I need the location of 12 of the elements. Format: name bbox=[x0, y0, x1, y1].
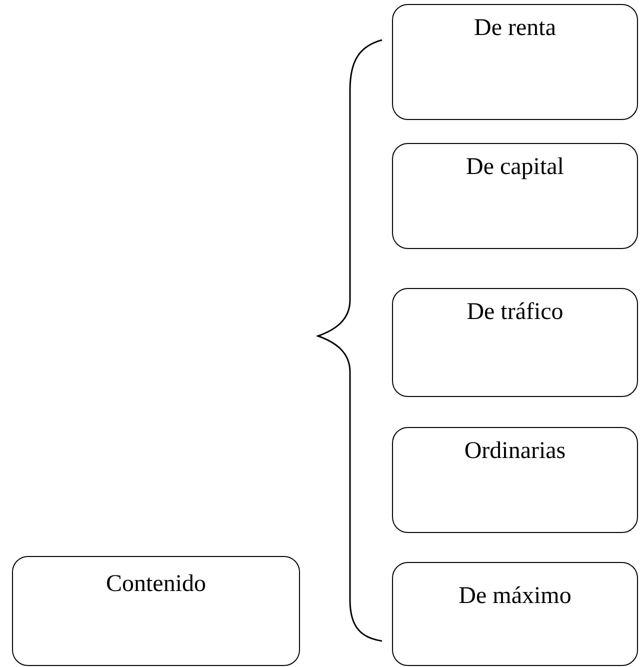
box-label: De máximo bbox=[458, 583, 572, 610]
box-label: De capital bbox=[466, 154, 564, 181]
rounded-box bbox=[12, 556, 300, 666]
box-label: De tráfico bbox=[466, 299, 564, 326]
box-label: Contenido bbox=[106, 571, 206, 598]
rounded-box bbox=[392, 4, 638, 120]
rounded-box bbox=[392, 427, 638, 533]
box-label: De renta bbox=[474, 15, 556, 42]
rounded-box bbox=[392, 288, 638, 397]
box-label: Ordinarias bbox=[464, 438, 566, 465]
rounded-box bbox=[392, 562, 638, 666]
rounded-box bbox=[392, 143, 638, 249]
